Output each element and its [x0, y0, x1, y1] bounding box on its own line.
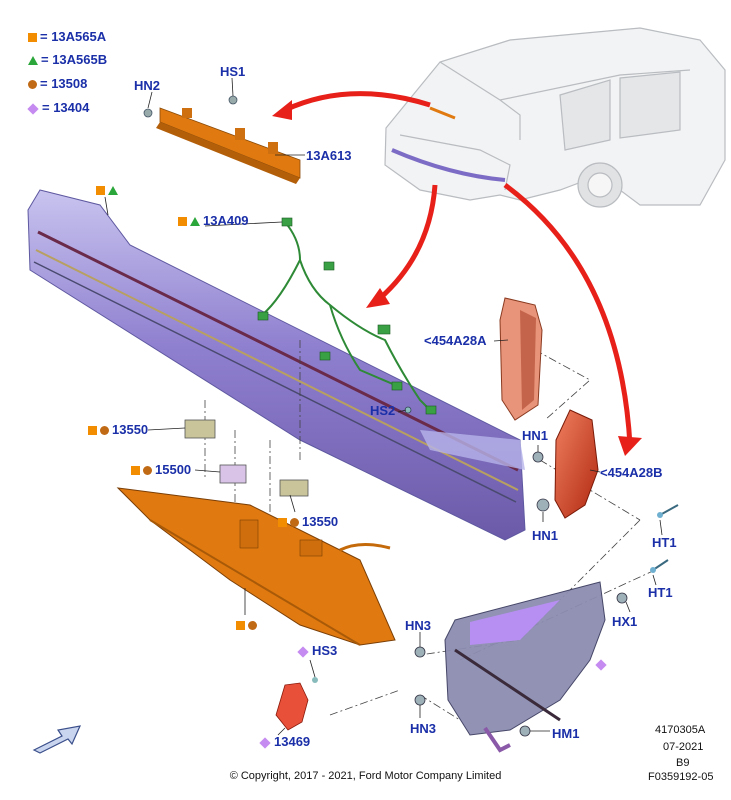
- high-mount-bracket: [156, 107, 301, 184]
- legend-triangle: = 13A565B: [28, 52, 107, 67]
- red-callout-arrows: [283, 91, 633, 446]
- label-text: 15500: [155, 462, 192, 477]
- reflector-lower: [554, 409, 599, 519]
- vehicle-illustration: [384, 27, 726, 208]
- label-13469: 13469: [259, 734, 311, 749]
- square-icon: [131, 466, 140, 476]
- label-15500: 15500: [131, 462, 191, 477]
- label-454a28b: <454A28B: [600, 465, 663, 480]
- label-hn3-b: HN3: [410, 721, 437, 736]
- circle-icon: [290, 518, 299, 528]
- square-icon: [96, 186, 105, 196]
- label-text: 13550: [112, 422, 149, 437]
- label-hn2: HN2: [134, 78, 161, 93]
- label-hs2: HS2: [370, 403, 396, 418]
- label-text: 13469: [274, 734, 311, 749]
- legend-text: = 13508: [40, 76, 88, 91]
- label-bracket-symbols: [236, 617, 260, 632]
- diamond-icon: [27, 102, 39, 115]
- legend-text: = 13A565A: [40, 29, 107, 44]
- label-454a28a: <454A28A: [424, 333, 487, 348]
- copyright-notice: © Copyright, 2017 - 2021, Ford Motor Com…: [229, 770, 502, 782]
- label-hs3: HS3: [297, 643, 338, 658]
- reflector-upper: [499, 297, 543, 421]
- label-text: 13550: [302, 514, 339, 529]
- label-hx1: HX1: [612, 614, 638, 629]
- label-hm1: HM1: [552, 726, 580, 741]
- drawing-revision: B9: [676, 757, 690, 769]
- label-ht1-b: HT1: [648, 585, 673, 600]
- drawing-date: 07-2021: [663, 741, 704, 753]
- tail-lamp-bar: [27, 189, 526, 541]
- drawing-code: 4170305A: [655, 724, 706, 736]
- legend-text: = 13404: [42, 100, 90, 115]
- legend-square: = 13A565A: [28, 29, 106, 44]
- legend-circle: = 13508: [28, 76, 87, 91]
- square-icon: [28, 33, 37, 43]
- square-icon: [88, 426, 97, 436]
- orientation-arrow-icon: [32, 725, 82, 754]
- circle-icon: [248, 621, 257, 631]
- diamond-icon: [595, 658, 607, 671]
- triangle-icon: [108, 186, 118, 196]
- legend-text: = 13A565B: [41, 52, 108, 67]
- label-13550-b: 13550: [278, 514, 338, 529]
- lamp-bracket-assembly: [116, 487, 396, 646]
- label-text: 13A409: [203, 213, 249, 228]
- triangle-icon: [28, 56, 38, 66]
- label-ht1-a: HT1: [652, 535, 677, 550]
- square-icon: [236, 621, 245, 631]
- label-13550-a: 13550: [88, 422, 148, 437]
- triangle-icon: [190, 217, 200, 227]
- legend-diamond: = 13404: [27, 100, 90, 115]
- label-hs1: HS1: [220, 64, 246, 79]
- label-13a409: 13A409: [178, 213, 249, 228]
- diamond-icon: [297, 645, 309, 658]
- diamond-icon: [259, 736, 271, 749]
- figure-number: F0359192-05: [648, 771, 714, 783]
- label-13a613: 13A613: [306, 148, 352, 163]
- label-hn3-a: HN3: [405, 618, 432, 633]
- square-icon: [278, 518, 287, 528]
- label-text: HS3: [312, 643, 338, 658]
- lower-tail-lamp: [444, 581, 606, 753]
- label-lamp-bar-symbols: [96, 182, 121, 197]
- circle-icon: [143, 466, 152, 476]
- circle-icon: [100, 426, 109, 436]
- label-hn1-a: HN1: [522, 428, 549, 443]
- square-icon: [178, 217, 187, 227]
- label-hn1-b: HN1: [532, 528, 559, 543]
- circle-icon: [28, 80, 37, 90]
- label-lower-lamp-symbol: [595, 656, 610, 671]
